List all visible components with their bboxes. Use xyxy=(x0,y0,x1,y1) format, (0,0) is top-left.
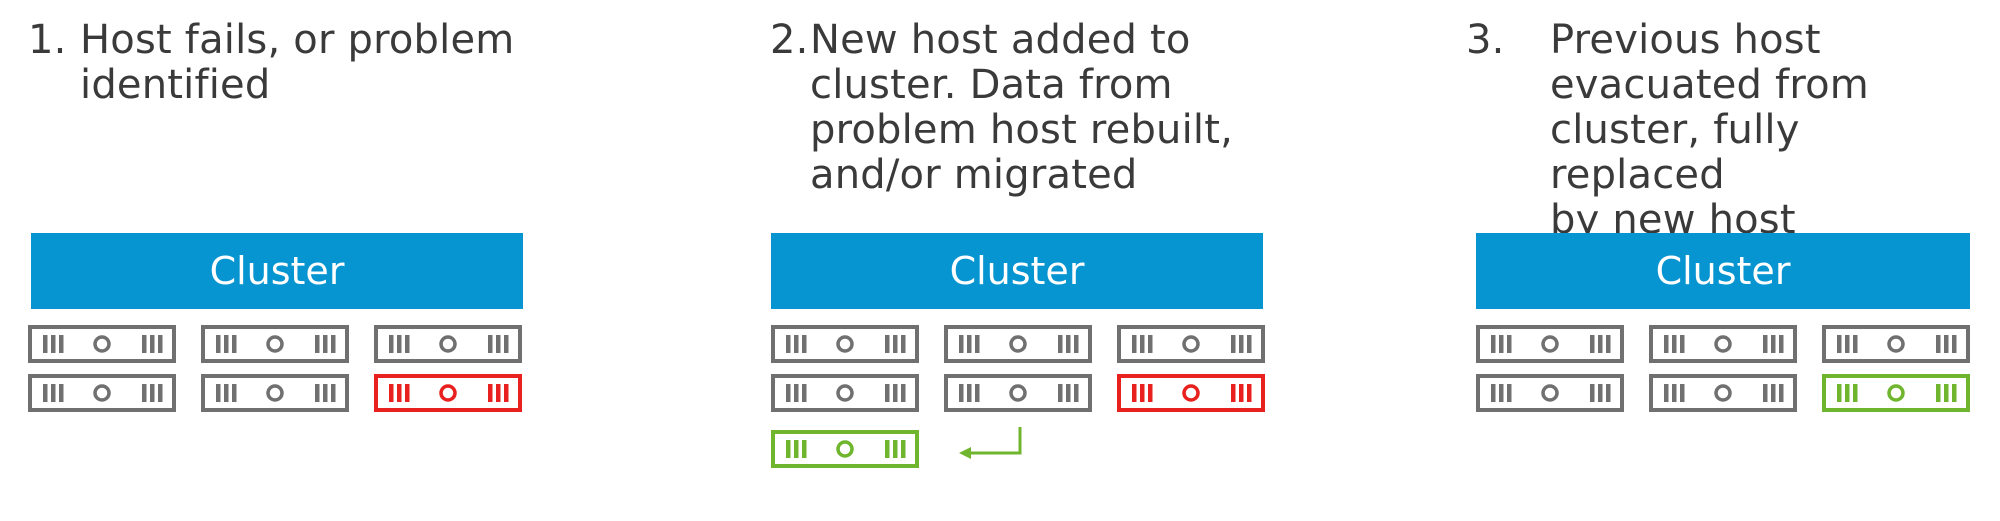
server-host-icon xyxy=(1649,325,1797,363)
step-3-line-1: Previous host xyxy=(1550,17,1821,63)
server-host-icon xyxy=(944,374,1092,412)
step-3-text: Previous host evacuated from cluster, fu… xyxy=(1550,18,1986,243)
step-2-line-4: and/or migrated xyxy=(810,152,1138,198)
server-host-icon xyxy=(201,325,349,363)
step-1-line-2: identified xyxy=(80,62,271,108)
step-1-cluster-bar: Cluster xyxy=(31,233,523,309)
step-2-cluster-bar: Cluster xyxy=(771,233,1263,309)
step-2-number: 2. xyxy=(770,17,809,63)
server-host-icon xyxy=(374,325,522,363)
step-3-number: 3. xyxy=(1466,17,1505,63)
step-2-line-2: cluster. Data from xyxy=(810,62,1173,108)
server-host-icon xyxy=(1649,374,1797,412)
server-host-icon xyxy=(944,325,1092,363)
failed-server-host-icon xyxy=(1117,374,1265,412)
server-host-icon xyxy=(28,325,176,363)
server-host-icon xyxy=(1476,374,1624,412)
step-2-line-3: problem host rebuilt, xyxy=(810,107,1234,153)
server-host-icon xyxy=(771,374,919,412)
step-3-cluster-bar: Cluster xyxy=(1476,233,1970,309)
step-2-line-1: New host added to xyxy=(810,17,1191,63)
step-2-text: New host added to cluster. Data from pro… xyxy=(810,18,1233,198)
step-1-number: 1. xyxy=(28,17,67,63)
step-1-line-1: Host fails, or problem xyxy=(80,17,515,63)
step-3-line-3: cluster, fully replaced xyxy=(1550,107,1800,198)
migrate-arrow-icon xyxy=(959,427,1022,459)
server-host-icon xyxy=(1476,325,1624,363)
new-server-host-icon xyxy=(1822,374,1970,412)
server-host-icon xyxy=(201,374,349,412)
step-3-line-2: evacuated from xyxy=(1550,62,1869,108)
server-host-icon xyxy=(28,374,176,412)
server-host-icon xyxy=(1117,325,1265,363)
server-host-icon xyxy=(1822,325,1970,363)
failed-server-host-icon xyxy=(374,374,522,412)
server-host-icon xyxy=(771,325,919,363)
step-1-text: Host fails, or problem identified xyxy=(80,18,514,108)
new-server-host-icon xyxy=(771,430,919,468)
